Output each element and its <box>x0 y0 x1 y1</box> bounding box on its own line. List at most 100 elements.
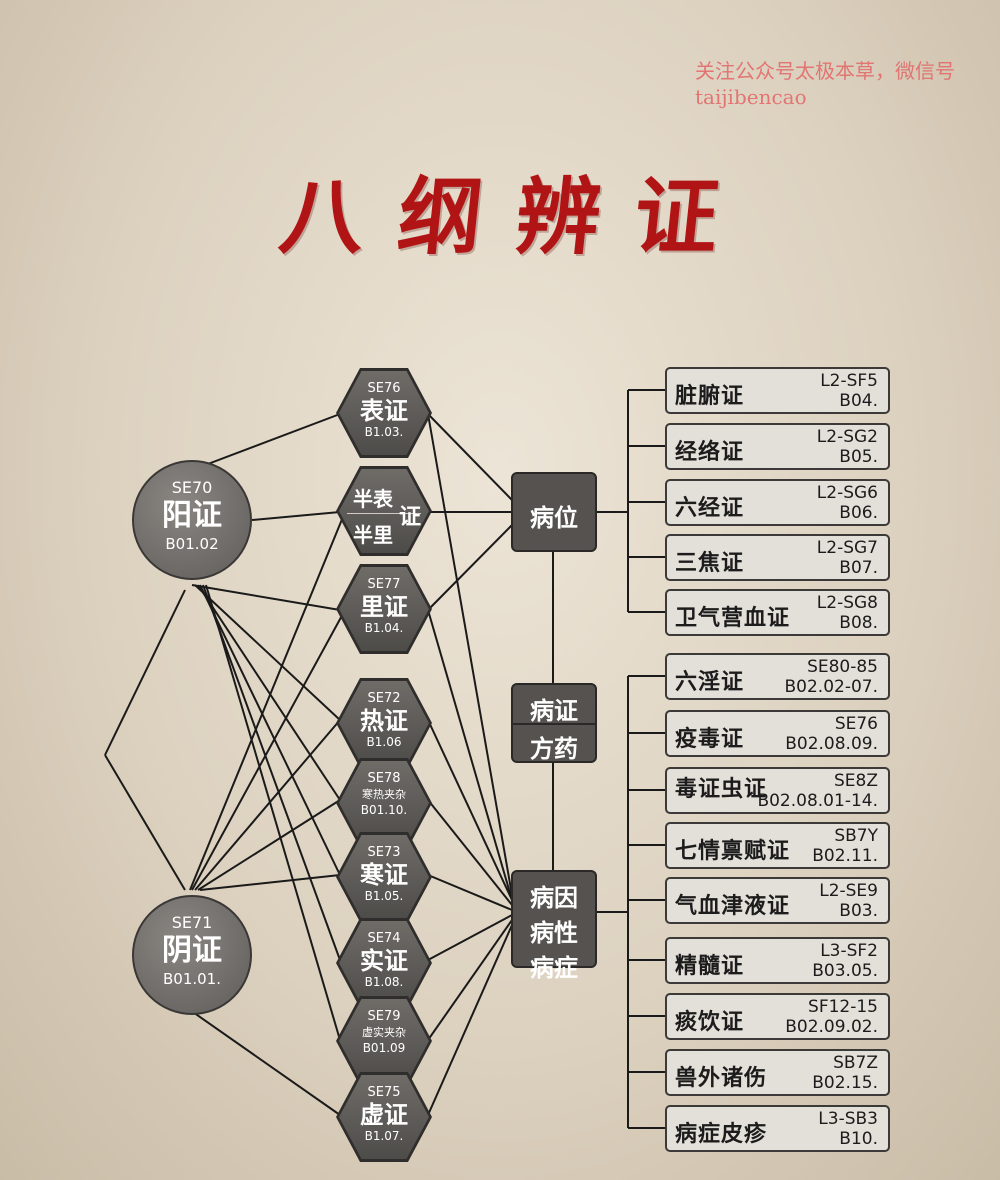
right-item-subcode: B02.08.01-14. <box>757 791 878 811</box>
hex-sub: B1.06 <box>366 735 402 749</box>
yang-syndrome-node: SE70 阳证 B01.02 <box>132 460 252 580</box>
yin-syndrome-node: SE71 阴证 B01.01. <box>132 895 252 1015</box>
hex-sub: B01.09 <box>362 1041 406 1055</box>
cause-line-1: 病因 <box>530 884 578 912</box>
hex-sub: B1.07. <box>364 1129 404 1143</box>
hex-split-bottom: 半里 <box>353 523 393 547</box>
right-item-name: 六经证 <box>675 496 745 521</box>
right-item-code: L3-SB3 <box>818 1109 878 1129</box>
right-item-name: 经络证 <box>675 440 745 465</box>
right-item-name: 痰饮证 <box>675 1010 745 1035</box>
right-item-code: L2-SG8 <box>816 593 878 613</box>
right-item-subcode: B05. <box>839 447 878 467</box>
right-item-subcode: B02.15. <box>812 1073 878 1093</box>
right-item-subcode: B10. <box>839 1129 878 1149</box>
right-item-subcode: B07. <box>839 558 878 578</box>
location-label: 病位 <box>530 504 578 532</box>
right-item-code: SB7Y <box>834 826 878 846</box>
right-item-code: L3-SF2 <box>820 941 878 961</box>
right-item-name: 卫气营血证 <box>675 606 791 631</box>
right-item: 疫毒证 SE76 B02.08.09. <box>665 710 890 757</box>
hex-name: 寒证 <box>360 861 408 889</box>
hex-sub: B01.10. <box>360 803 408 817</box>
right-item-code: SE76 <box>834 714 878 734</box>
cause-line-2: 病性 <box>530 919 578 947</box>
right-item-code: L2-SE9 <box>819 881 878 901</box>
syndrome-divider <box>513 723 595 725</box>
right-item-name: 七情禀赋证 <box>675 839 791 864</box>
right-item: 脏腑证 L2-SF5 B04. <box>665 367 890 414</box>
right-item-code: SE80-85 <box>807 657 878 677</box>
right-item-name: 毒证虫证 <box>675 777 768 802</box>
right-item-subcode: B04. <box>839 391 878 411</box>
cause-node: 病因 病性 病症 <box>511 870 597 982</box>
hex-name: 里证 <box>360 593 408 621</box>
hex-split-divider <box>347 513 421 514</box>
right-item-subcode: B02.09.02. <box>785 1017 878 1037</box>
hex-sub: B1.04. <box>364 621 404 635</box>
right-item-subcode: B03. <box>839 901 878 921</box>
syndrome-prescription-node: 病证 方药 <box>511 683 597 763</box>
right-item: 七情禀赋证 SB7Y B02.11. <box>665 822 890 869</box>
right-item-name: 脏腑证 <box>675 384 745 409</box>
hex-name: 寒热夹杂 <box>362 788 406 801</box>
hex-split-top: 半表 <box>353 487 393 511</box>
right-item-subcode: B03.05. <box>812 961 878 981</box>
right-item-name: 精髓证 <box>675 954 745 979</box>
yin-sub: B01.01. <box>162 970 221 988</box>
yang-sub: B01.02 <box>165 535 219 553</box>
hex-code: SE73 <box>367 845 401 860</box>
hex-name: 表证 <box>360 397 408 425</box>
hex-re: SE72 热证 B1.06 <box>336 678 432 768</box>
hex-han: SE73 寒证 B1.05. <box>336 832 432 922</box>
hex-sub: B1.08. <box>364 975 404 989</box>
yang-code: SE70 <box>171 478 213 497</box>
right-item: 三焦证 L2-SG7 B07. <box>665 534 890 581</box>
hex-sub: B1.03. <box>364 425 404 439</box>
right-item-subcode: B02.08.09. <box>785 734 878 754</box>
right-item-code: L2-SG7 <box>816 538 878 558</box>
hex-split-right: 证 <box>399 505 422 530</box>
hex-name: 虚实夹杂 <box>362 1026 406 1039</box>
right-item-code: L2-SG2 <box>816 427 878 447</box>
right-item: 痰饮证 SF12-15 B02.09.02. <box>665 993 890 1040</box>
right-item: 兽外诸伤 SB7Z B02.15. <box>665 1049 890 1096</box>
right-item-code: L2-SF5 <box>820 371 878 391</box>
right-item-name: 病症皮疹 <box>675 1122 768 1147</box>
right-item-subcode: B02.02-07. <box>784 677 879 697</box>
hex-half-exterior-interior: 半表 半里 证 <box>336 466 432 556</box>
right-item: 毒证虫证 SE8Z B02.08.01-14. <box>665 767 890 814</box>
right-item: 病症皮疹 L3-SB3 B10. <box>665 1105 890 1152</box>
yin-code: SE71 <box>171 913 213 932</box>
hex-code: SE76 <box>367 381 401 396</box>
right-item: 精髓证 L3-SF2 B03.05. <box>665 937 890 984</box>
hex-biao: SE76 表证 B1.03. <box>336 368 432 458</box>
right-item: 卫气营血证 L2-SG8 B08. <box>665 589 890 636</box>
hex-shi: SE74 实证 B1.08. <box>336 918 432 1008</box>
right-item-code: SB7Z <box>833 1053 878 1073</box>
right-item: 气血津液证 L2-SE9 B03. <box>665 877 890 924</box>
right-item-name: 疫毒证 <box>675 727 745 752</box>
hex-xu: SE75 虚证 B1.07. <box>336 1072 432 1162</box>
cause-line-3: 病症 <box>530 954 578 982</box>
hex-code: SE75 <box>367 1085 401 1100</box>
syndrome-label: 病证 <box>530 697 578 725</box>
yin-name: 阴证 <box>162 933 222 968</box>
right-item-name: 六淫证 <box>675 670 745 695</box>
right-item-code: SF12-15 <box>808 997 878 1017</box>
hex-name: 虚证 <box>360 1101 408 1129</box>
hex-hanre: SE78 寒热夹杂 B01.10. <box>336 758 432 848</box>
right-item-subcode: B06. <box>839 503 878 523</box>
yang-name: 阳证 <box>162 498 222 533</box>
right-item: 经络证 L2-SG2 B05. <box>665 423 890 470</box>
hex-code: SE77 <box>367 577 401 592</box>
right-item-code: L2-SG6 <box>816 483 878 503</box>
location-node: 病位 <box>511 472 597 552</box>
hex-sub: B1.05. <box>364 889 404 903</box>
right-item: 六淫证 SE80-85 B02.02-07. <box>665 653 890 700</box>
watermark-text: 关注公众号太极本草，微信号taijibencao <box>695 59 955 109</box>
hex-code: SE74 <box>367 931 401 946</box>
hex-name: 热证 <box>360 707 408 735</box>
hex-code: SE79 <box>367 1009 401 1024</box>
right-item-code: SE8Z <box>834 771 878 791</box>
